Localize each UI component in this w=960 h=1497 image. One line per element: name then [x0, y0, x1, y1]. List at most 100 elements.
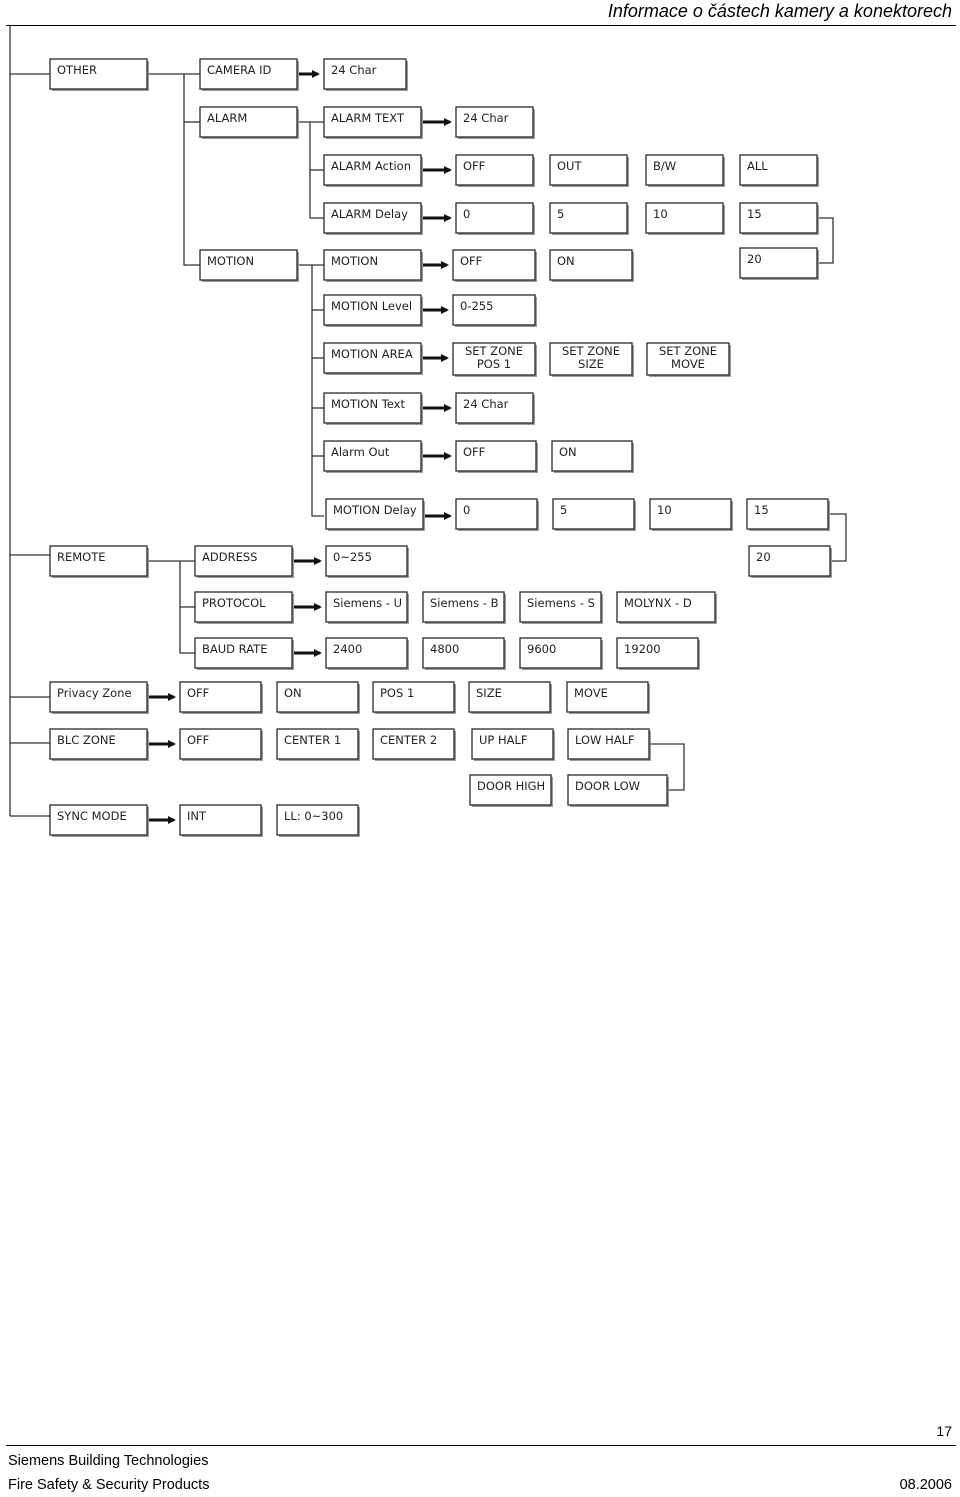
alarm-action-node: ALARM Action [323, 154, 423, 187]
alarm-action-option-4: ALL [739, 154, 819, 187]
protocol-node-label: PROTOCOL [202, 596, 266, 610]
alarm-out-node: Alarm Out [323, 440, 423, 473]
alarm-submenu-line [309, 122, 324, 219]
alarm-action-option-1: OFF [455, 154, 535, 187]
motion-area-option-3-label-2: MOVE [671, 357, 705, 371]
privacy-zone-option-4-label: SIZE [476, 686, 502, 700]
sync-mode-option-2-label: LL: 0~300 [284, 809, 343, 823]
motion-delay-option-3-label: 10 [657, 503, 672, 517]
baud-rate-node: BAUD RATE [194, 637, 294, 670]
motion-area-node-label: MOTION AREA [331, 347, 413, 361]
blc-zone-wrap-line [649, 743, 685, 791]
alarm-text-node: ALARM TEXT [323, 106, 423, 139]
footer-division: Fire Safety & Security Products [8, 1477, 210, 1493]
address-node-label: ADDRESS [202, 550, 257, 564]
privacy-zone-option-5-label: MOVE [574, 686, 608, 700]
blc-zone-option-5: LOW HALF [567, 728, 651, 761]
motion-delay-option-3: 10 [649, 498, 733, 531]
protocol-option-1-label: Siemens - U [333, 596, 402, 610]
blc-zone-option-1: OFF [179, 728, 263, 761]
sync-mode-option-1: INT [179, 804, 263, 837]
address-node: ADDRESS [194, 545, 294, 578]
blc-zone-option-2: CENTER 1 [276, 728, 360, 761]
privacy-zone-option-1: OFF [179, 681, 263, 714]
motion-delay-option-1-label: 0 [463, 503, 470, 517]
motion-area-option-2-label-1: SET ZONE [562, 344, 620, 358]
blc-zone-node: BLC ZONE [49, 728, 149, 761]
protocol-option-3-label: Siemens - S [527, 596, 595, 610]
motion-delay-node: MOTION Delay [325, 498, 425, 531]
blc-zone-option-2-label: CENTER 1 [284, 733, 341, 747]
sync-mode-node-label: SYNC MODE [57, 809, 127, 823]
alarm-out-option-1: OFF [455, 440, 538, 473]
alarm-delay-wrap-line [817, 217, 834, 264]
alarm-delay-option-1-label: 0 [463, 207, 470, 221]
address-value-node: 0~255 [325, 545, 409, 578]
alarm-action-option-3-label: B/W [653, 159, 676, 173]
alarm-action-option-2: OUT [549, 154, 629, 187]
protocol-option-4: MOLYNX - D [616, 591, 717, 624]
alarm-delay-option-2: 5 [549, 202, 629, 235]
sync-mode-option-1-label: INT [187, 809, 207, 823]
alarm-action-option-2-label: OUT [557, 159, 582, 173]
motion-option-1-label: OFF [460, 254, 482, 268]
blc-zone-option-6-label: DOOR HIGH [477, 779, 545, 793]
alarm-node-label: ALARM [207, 111, 247, 125]
other-node: OTHER [49, 58, 149, 91]
blc-zone-option-4-label: UP HALF [479, 733, 528, 747]
motion-delay-wrap-line [828, 513, 847, 562]
protocol-option-3: Siemens - S [519, 591, 603, 624]
privacy-zone-option-3: POS 1 [372, 681, 456, 714]
motion-sub-node: MOTION [323, 249, 423, 282]
baud-rate-option-3-label: 9600 [527, 642, 556, 656]
motion-delay-option-4-label: 15 [754, 503, 769, 517]
privacy-zone-node-label: Privacy Zone [57, 686, 132, 700]
alarm-delay-option-4: 15 [739, 202, 819, 235]
alarm-out-option-2-label: ON [559, 445, 577, 459]
baud-rate-option-2: 4800 [422, 637, 506, 670]
baud-rate-option-1: 2400 [325, 637, 409, 670]
motion-text-value-node-label: 24 Char [463, 397, 509, 411]
motion-text-value-node: 24 Char [455, 392, 535, 425]
blc-zone-option-7: DOOR LOW [567, 774, 669, 807]
baud-rate-option-4: 19200 [616, 637, 700, 670]
blc-zone-option-6: DOOR HIGH [469, 774, 553, 807]
motion-node: MOTION [199, 249, 299, 282]
motion-area-node: MOTION AREA [323, 342, 423, 375]
blc-zone-node-label: BLC ZONE [57, 733, 116, 747]
motion-option-2-label: ON [557, 254, 575, 268]
motion-delay-option-5-label: 20 [756, 550, 771, 564]
motion-delay-option-5: 20 [748, 545, 832, 578]
motion-option-1: OFF [452, 249, 537, 282]
alarm-action-option-4-label: ALL [747, 159, 768, 173]
motion-delay-option-1: 0 [455, 498, 539, 531]
motion-level-node-label: MOTION Level [331, 299, 412, 313]
privacy-zone-option-2: ON [276, 681, 360, 714]
motion-delay-option-2-label: 5 [560, 503, 567, 517]
alarm-action-node-label: ALARM Action [331, 159, 411, 173]
privacy-zone-option-1-label: OFF [187, 686, 209, 700]
camera-id-value-node: 24 Char [323, 58, 408, 91]
remote-node-label: REMOTE [57, 550, 106, 564]
protocol-option-2-label: Siemens - B [430, 596, 499, 610]
sync-mode-option-2: LL: 0~300 [276, 804, 360, 837]
motion-submenu-line [311, 265, 324, 517]
baud-rate-option-1-label: 2400 [333, 642, 362, 656]
remote-submenu-line [179, 561, 195, 654]
protocol-option-2: Siemens - B [422, 591, 506, 624]
header-rule [6, 25, 956, 26]
alarm-node: ALARM [199, 106, 299, 139]
privacy-zone-option-4: SIZE [468, 681, 552, 714]
alarm-delay-node-label: ALARM Delay [331, 207, 408, 221]
privacy-zone-option-2-label: ON [284, 686, 302, 700]
motion-delay-option-4: 15 [746, 498, 830, 531]
baud-rate-option-3: 9600 [519, 637, 603, 670]
blc-zone-option-4: UP HALF [471, 728, 555, 761]
baud-rate-option-4-label: 19200 [624, 642, 661, 656]
baud-rate-node-label: BAUD RATE [202, 642, 267, 656]
alarm-text-node-label: ALARM TEXT [331, 111, 405, 125]
blc-zone-option-1-label: OFF [187, 733, 209, 747]
